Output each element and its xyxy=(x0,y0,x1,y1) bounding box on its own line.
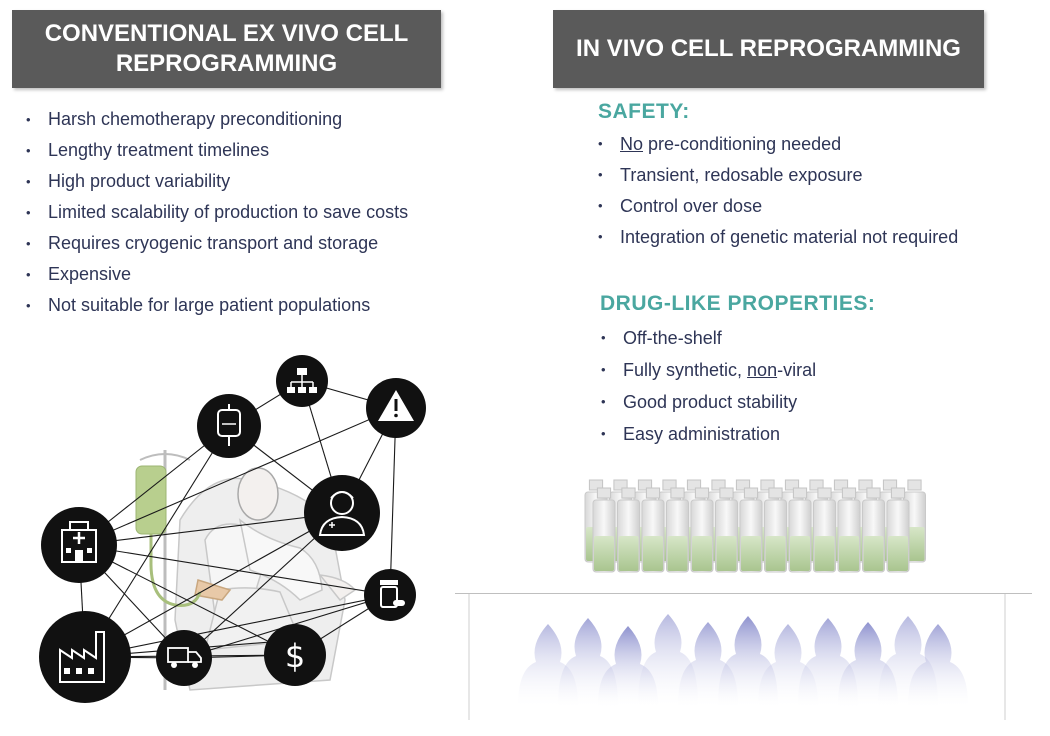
ex-vivo-drawbacks-list: Harsh chemotherapy preconditioning Lengt… xyxy=(26,108,436,325)
safety-list: No pre-conditioning needed Transient, re… xyxy=(598,133,998,257)
list-item: High product variability xyxy=(26,170,436,193)
list-item: Not suitable for large patient populatio… xyxy=(26,294,436,317)
drug-like-list: Off-the-shelf Fully synthetic, non-viral… xyxy=(601,327,981,455)
list-item: Off-the-shelf xyxy=(601,327,981,349)
list-item: Lengthy treatment timelines xyxy=(26,139,436,162)
vial xyxy=(666,487,689,573)
vertical-divider xyxy=(468,594,470,720)
vial xyxy=(592,487,616,573)
list-item: Integration of genetic material not requ… xyxy=(598,226,998,248)
safety-heading: SAFETY: xyxy=(598,100,690,123)
svg-text:$: $ xyxy=(285,637,305,675)
warning-icon xyxy=(366,378,426,438)
list-item: Good product stability xyxy=(601,391,981,413)
hospital-icon xyxy=(41,507,117,583)
person-silhouette xyxy=(908,624,968,706)
vertical-divider xyxy=(1004,594,1006,720)
vial xyxy=(813,487,836,573)
list-item: Easy administration xyxy=(601,423,981,445)
list-item: Requires cryogenic transport and storage xyxy=(26,232,436,255)
underlined-text: No xyxy=(620,134,644,154)
vial xyxy=(617,487,640,573)
iv-bag-icon xyxy=(197,394,261,458)
list-item-text: -viral xyxy=(777,360,817,380)
truck-icon xyxy=(156,630,212,686)
drug-like-heading: DRUG-LIKE PROPERTIES: xyxy=(600,292,876,315)
list-item: No pre-conditioning needed xyxy=(598,133,998,155)
list-item: Transient, redosable exposure xyxy=(598,164,998,186)
list-item: Limited scalability of production to sav… xyxy=(26,201,436,224)
doctor-icon xyxy=(304,475,380,551)
vial xyxy=(739,487,763,573)
left-panel-title: CONVENTIONAL EX VIVO CELL REPROGRAMMING xyxy=(12,10,441,88)
vial xyxy=(862,487,885,573)
list-item: Control over dose xyxy=(598,195,998,217)
vial xyxy=(788,487,812,573)
vials-illustration xyxy=(584,479,926,573)
list-item-text: Fully synthetic, xyxy=(623,360,748,380)
right-panel-title: IN VIVO CELL REPROGRAMMING xyxy=(553,10,984,88)
vial xyxy=(715,487,738,573)
factory-icon xyxy=(39,611,131,703)
patient-population-crowd-illustration xyxy=(518,614,968,706)
vial xyxy=(837,487,861,573)
medicine-bottle-icon xyxy=(364,569,416,621)
list-item-text: pre-conditioning needed xyxy=(643,134,842,154)
vial xyxy=(690,487,714,573)
list-item: Harsh chemotherapy preconditioning xyxy=(26,108,436,131)
vial xyxy=(886,487,910,573)
left-title-line1: CONVENTIONAL EX VIVO CELL xyxy=(44,20,409,47)
underlined-text: non xyxy=(747,360,778,380)
vial xyxy=(641,487,665,573)
vial xyxy=(764,487,787,573)
dollar-icon: $ xyxy=(264,624,326,686)
divider xyxy=(455,593,1032,594)
list-item: Fully synthetic, non-viral xyxy=(601,359,981,381)
list-item: Expensive xyxy=(26,263,436,286)
left-title-line2: REPROGRAMMING xyxy=(115,50,338,77)
complexity-network-illustration: $ xyxy=(39,355,426,703)
flowchart-icon xyxy=(276,355,328,407)
